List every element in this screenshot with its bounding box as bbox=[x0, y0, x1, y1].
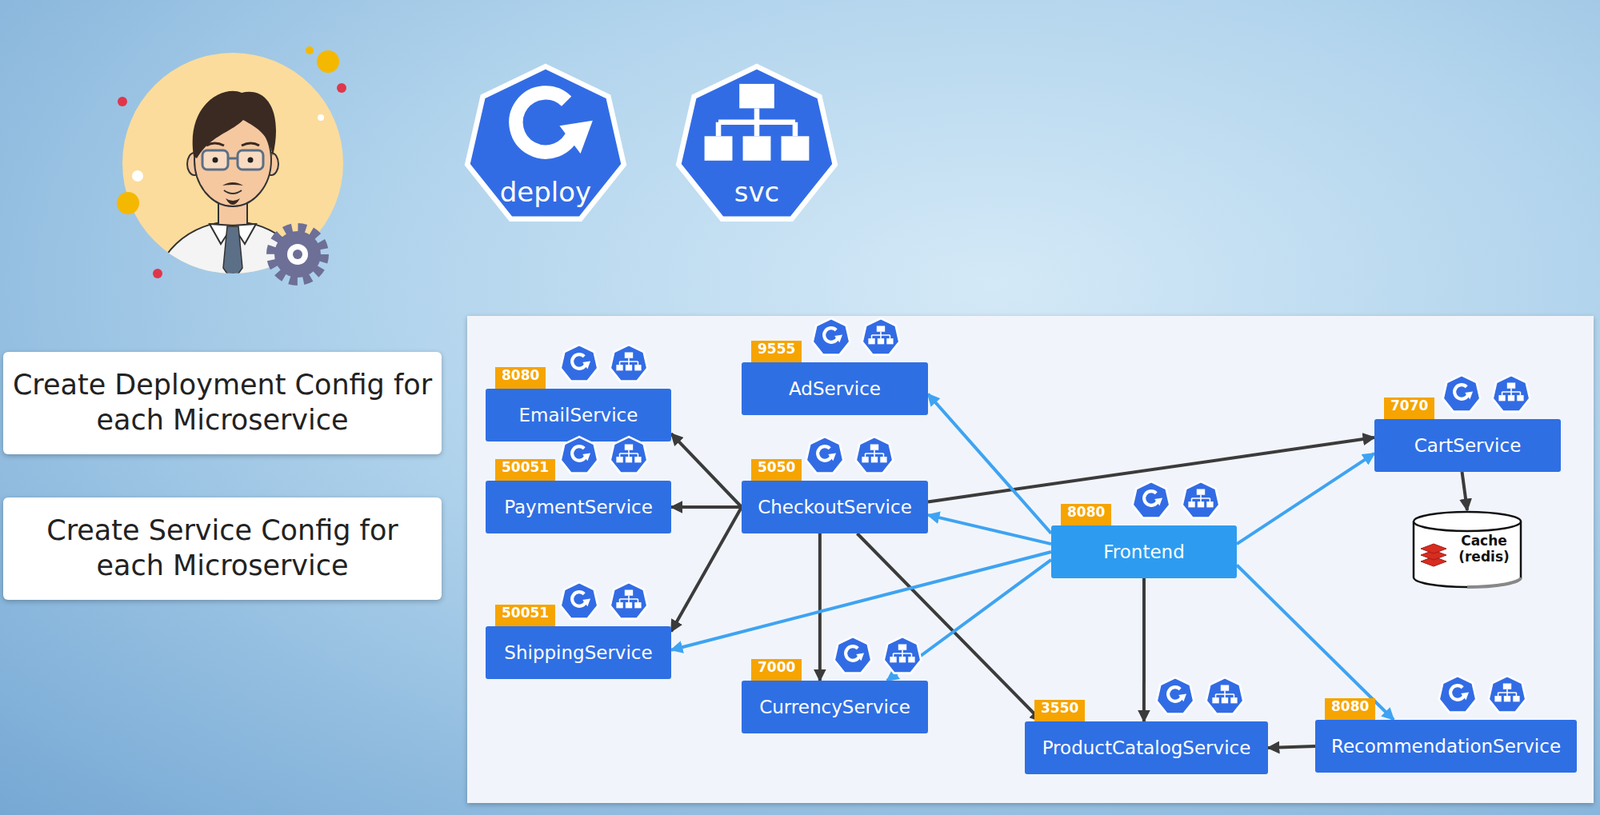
k8s-resource-icon: svc bbox=[669, 56, 844, 231]
service-name: RecommendationService bbox=[1331, 736, 1561, 757]
avatar-illustration bbox=[0, 0, 480, 304]
service-box: CartService7070 bbox=[1374, 419, 1561, 472]
k8s-mini-icons bbox=[558, 342, 650, 386]
service-name: CurrencyService bbox=[759, 696, 911, 718]
k8s-resource-icon: deploy bbox=[458, 56, 633, 231]
k8s-mini-icons bbox=[810, 316, 902, 360]
connector-arrow bbox=[1268, 746, 1316, 748]
service-box: RecommendationService8080 bbox=[1315, 720, 1577, 773]
k8s-mini-icons bbox=[1436, 673, 1528, 717]
port-number: 8080 bbox=[1060, 504, 1112, 526]
k8s-mini-icons bbox=[558, 434, 650, 478]
connector-arrow bbox=[928, 515, 1052, 544]
instruction-text: Create Deployment Config for each Micros… bbox=[11, 368, 434, 439]
connector-arrow bbox=[928, 394, 1052, 534]
connector-arrow bbox=[1236, 565, 1394, 721]
k8s-mini-icons bbox=[1154, 675, 1246, 719]
port-number: 8080 bbox=[1324, 698, 1376, 720]
service-name: EmailService bbox=[519, 404, 639, 426]
instruction-box: Create Deployment Config for each Micros… bbox=[3, 352, 442, 455]
service-name: AdService bbox=[788, 378, 881, 400]
service-name: PaymentService bbox=[504, 496, 653, 518]
frontend-box: Frontend8080 bbox=[1051, 525, 1237, 579]
service-name: Frontend bbox=[1103, 541, 1185, 563]
service-box: AdService9555 bbox=[741, 362, 928, 416]
service-box: CheckoutService5050 bbox=[741, 480, 928, 534]
connector-arrow bbox=[1236, 453, 1375, 544]
service-name: CartService bbox=[1414, 435, 1522, 456]
connector-arrow bbox=[671, 433, 742, 508]
connector-arrow bbox=[818, 533, 822, 681]
connector-arrow bbox=[887, 560, 1052, 681]
port-number: 7070 bbox=[1384, 397, 1435, 420]
port-number: 3550 bbox=[1034, 700, 1085, 722]
connector-arrow bbox=[671, 507, 742, 632]
service-box: PaymentService50051 bbox=[485, 480, 672, 534]
service-name: CheckoutService bbox=[757, 496, 912, 518]
port-number: 50051 bbox=[495, 459, 556, 481]
k8s-mini-icons bbox=[1130, 479, 1222, 523]
icon-label: deploy bbox=[458, 176, 633, 208]
service-box: CurrencyService7000 bbox=[741, 680, 928, 734]
cache-label: Cache (redis) bbox=[1451, 532, 1517, 566]
instruction-box: Create Service Config for each Microserv… bbox=[3, 497, 442, 600]
port-number: 50051 bbox=[495, 604, 556, 627]
k8s-mini-icons bbox=[832, 634, 924, 678]
k8s-mini-icons bbox=[1440, 372, 1532, 416]
service-name: ProductCatalogService bbox=[1042, 737, 1252, 759]
k8s-mini-icons bbox=[804, 434, 896, 478]
port-number: 9555 bbox=[751, 340, 802, 363]
service-box: ProductCatalogService3550 bbox=[1024, 721, 1268, 775]
service-box: ShippingService50051 bbox=[485, 626, 672, 680]
instruction-text: Create Service Config for each Microserv… bbox=[11, 513, 434, 584]
connector-arrow bbox=[1462, 472, 1468, 511]
service-box: EmailService8080 bbox=[485, 388, 672, 442]
port-number: 8080 bbox=[495, 367, 546, 389]
k8s-mini-icons bbox=[558, 580, 650, 624]
port-number: 7000 bbox=[751, 659, 802, 681]
service-name: ShippingService bbox=[504, 642, 652, 664]
cache-cylinder: Cache (redis) bbox=[1411, 510, 1524, 590]
port-number: 5050 bbox=[751, 459, 802, 481]
connector-arrow bbox=[1142, 578, 1146, 722]
icon-label: svc bbox=[669, 176, 844, 208]
connector-arrow bbox=[671, 505, 742, 509]
